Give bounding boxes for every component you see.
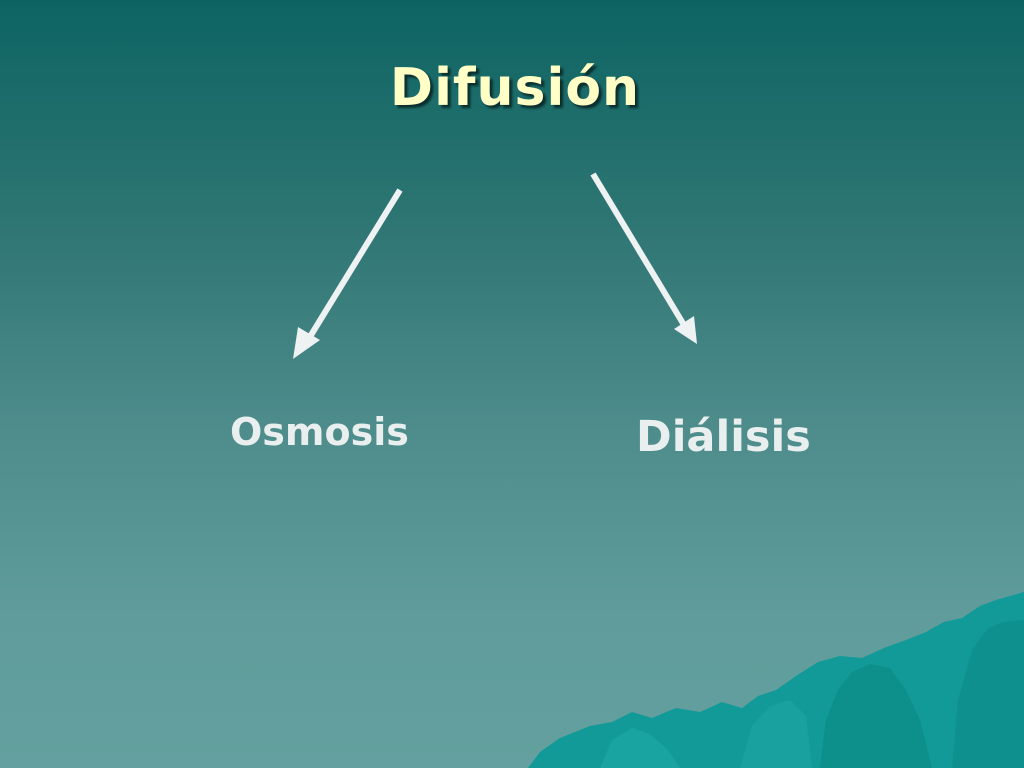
slide-title: Difusión: [389, 58, 641, 118]
arrow-to-right-branch: [590, 172, 697, 344]
mountain-shade: [952, 620, 1024, 768]
mountain-shade: [820, 664, 932, 768]
branch-label-right: Diálisis: [636, 412, 811, 462]
branch-label-left: Osmosis: [230, 410, 409, 454]
mountain-highlight: [600, 728, 680, 768]
arrow-to-left-branch: [293, 188, 403, 359]
mountain-highlight: [740, 700, 812, 768]
